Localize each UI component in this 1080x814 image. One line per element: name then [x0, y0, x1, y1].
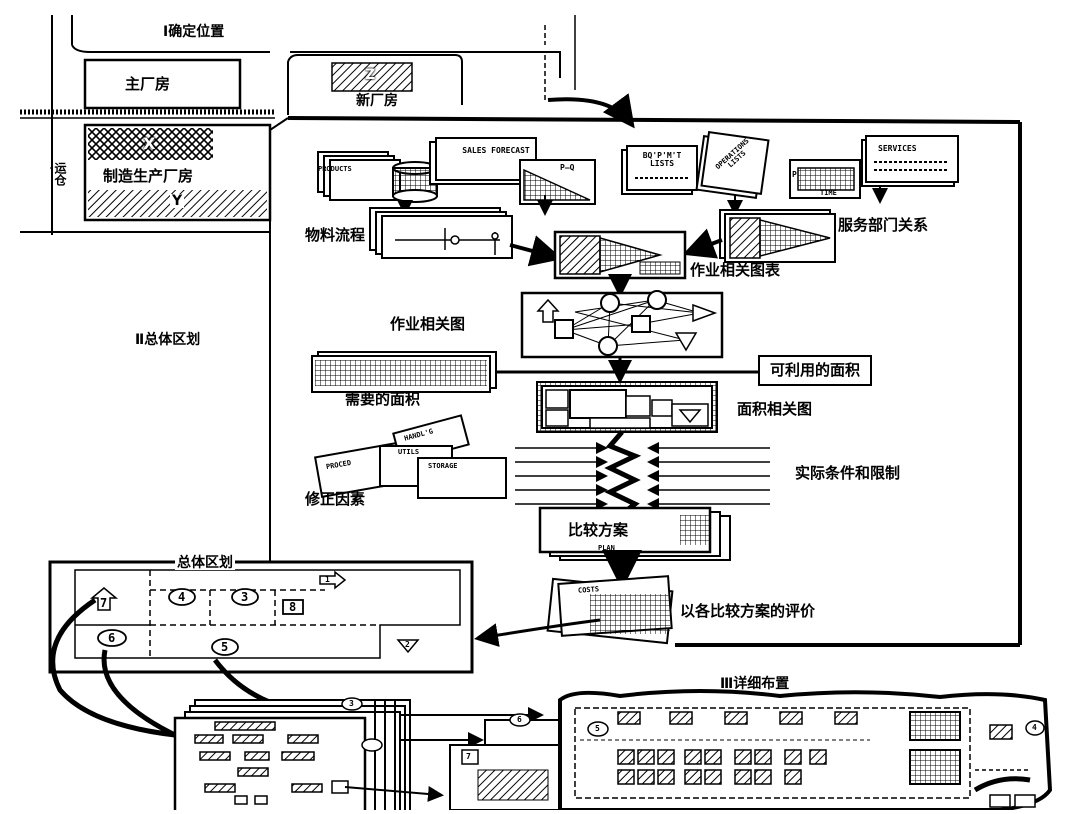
input-bqpmt-cards [621, 145, 698, 195]
mfg-letter-y: Y [170, 193, 185, 209]
overall-plan-title: 总体区划 [175, 555, 235, 571]
constraints-zigzag [604, 430, 642, 516]
activity-diagram-label: 作业相关图 [390, 315, 466, 333]
input-operations-cards [695, 130, 770, 200]
new-plant-letter: Z [365, 67, 376, 83]
material-flow-cards [369, 207, 513, 259]
new-plant-hatch [331, 62, 413, 92]
section2-frame [269, 116, 1022, 647]
costs-label: COSTS [577, 585, 600, 595]
section3-title: Ⅲ详细布置 [720, 676, 790, 692]
flow-arrow-6 [101, 649, 192, 745]
overall-plan-box [48, 560, 474, 674]
section2-title: Ⅱ总体区划 [135, 332, 201, 348]
input-time-card [789, 159, 861, 199]
detail-node-7: 7 [466, 752, 471, 761]
required-area-cards [311, 351, 497, 393]
activity-chart [553, 230, 687, 280]
detail-back-cards [449, 713, 576, 811]
detail-layout-main [558, 689, 1053, 812]
main-plant-box [83, 58, 242, 110]
modifier-card-storage: STORAGE [428, 462, 458, 470]
available-area-box: 可利用的面积 [758, 355, 873, 386]
sales-forecast-label: SALES FORECAST [462, 146, 530, 155]
detail-node-4: 4 [1032, 723, 1037, 732]
overall-node-1: 1 [325, 575, 330, 584]
detail-node-5: 5 [595, 724, 600, 733]
service-relations-label: 服务部门关系 [838, 216, 929, 234]
material-flow-label: 物料流程 [305, 226, 366, 244]
mfg-letter-x: X [143, 134, 156, 153]
main-plant-label: 主厂房 [125, 75, 171, 93]
overall-node-8: 8 [289, 600, 297, 614]
flow-arrow-site-to-plan [547, 93, 635, 129]
p-label: P [792, 170, 797, 179]
costs-cards [546, 575, 674, 645]
overall-node-4: 4 [178, 590, 186, 604]
services-label: SERVICES [878, 144, 917, 153]
overall-node-6: 6 [108, 631, 116, 645]
side-road-label: 运仓 [53, 162, 67, 186]
input-sales-forecast-cards [429, 137, 596, 205]
modifier-card-utils: UTILS [398, 448, 420, 456]
bqpmt-lists-label: BQ'P'M'T LISTS [642, 151, 682, 168]
service-relations-chart [719, 209, 836, 263]
time-label: TIME [820, 189, 837, 197]
overall-node-7: 7 [100, 596, 108, 610]
flow-arrow-7 [50, 597, 176, 738]
activity-chart-label: 作业相关图表 [690, 261, 781, 279]
site-map [20, 15, 576, 235]
p-q-label: P—Q [560, 163, 575, 172]
overall-node-5: 5 [221, 640, 229, 654]
new-plant-label: 新厂房 [356, 93, 398, 109]
space-diagram [536, 381, 718, 433]
mfg-plant-label: 制造生产厂房 [103, 167, 194, 185]
detail-node-6: 6 [517, 715, 522, 724]
space-diagram-label: 面积相关图 [737, 400, 813, 418]
evaluation-label: 以各比较方案的评价 [680, 602, 816, 620]
detail-node-3: 3 [349, 699, 354, 708]
plan-label: PLAN [598, 544, 615, 552]
compare-plans-label: 比较方案 [568, 521, 629, 539]
modifier-cards [313, 414, 507, 499]
overall-node-2: 2 [405, 640, 410, 649]
modifications-label: 修正因素 [305, 490, 366, 508]
overall-node-3: 3 [241, 590, 249, 604]
input-products-cards [317, 151, 438, 203]
input-services-cards [861, 135, 959, 187]
section1-title: Ⅰ确定位置 [163, 24, 225, 40]
activity-diagram [520, 290, 724, 359]
compare-plans-cards [538, 506, 731, 561]
constraints-label: 实际条件和限制 [795, 464, 901, 482]
required-area-label: 需要的面积 [345, 390, 421, 408]
products-label: PRODUCTS [318, 165, 352, 173]
